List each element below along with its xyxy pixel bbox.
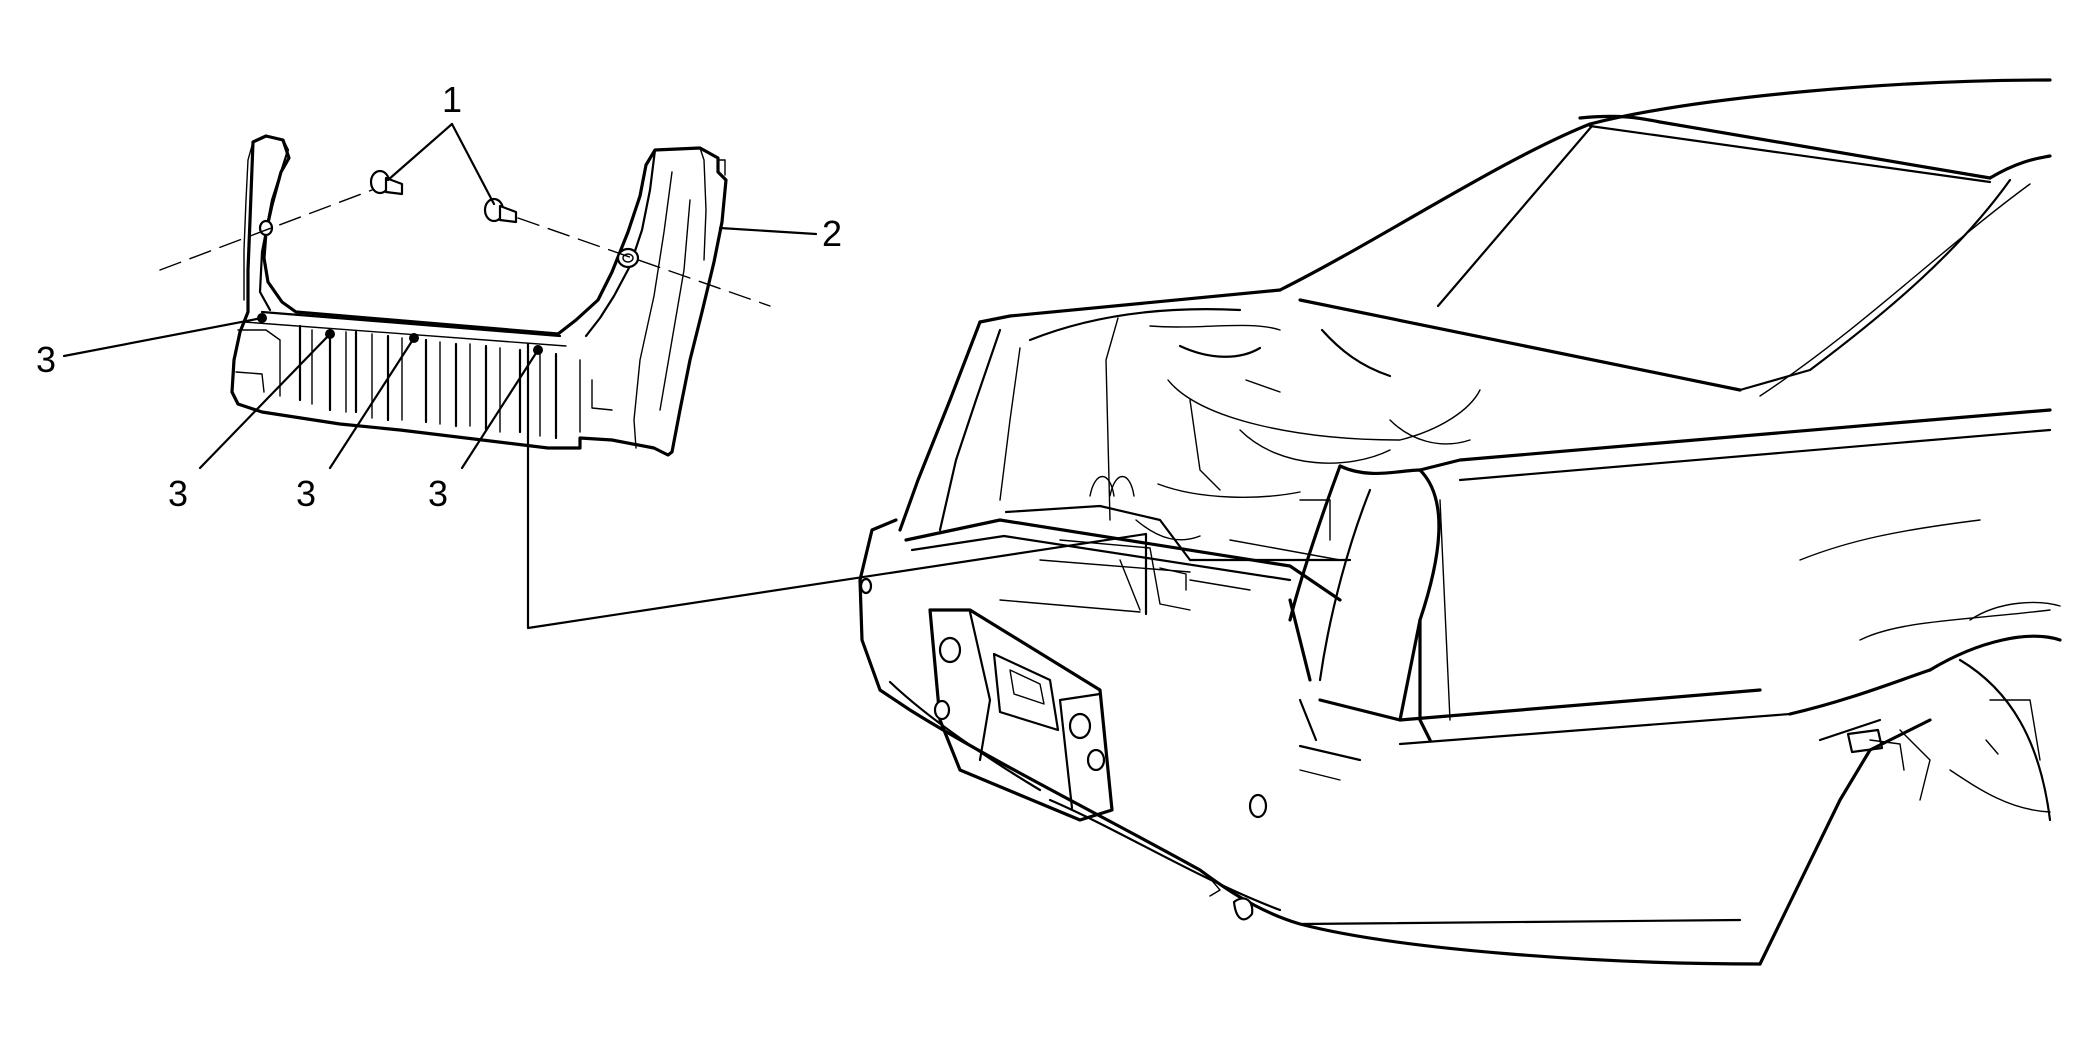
callout-3-label-2: 3	[296, 473, 316, 514]
push-pin-fastener-left	[369, 169, 404, 196]
pin-axis-left	[159, 189, 373, 271]
callout-3-label-left: 3	[36, 339, 56, 380]
vehicle-rear-body	[858, 78, 2062, 966]
callout-3-label-1: 3	[168, 473, 188, 514]
location-leader	[526, 342, 1148, 630]
trunk-trim-panel	[230, 134, 728, 457]
callout-3-label-3: 3	[428, 473, 448, 514]
pin-axis-right	[517, 217, 771, 307]
callout-2-label: 2	[822, 213, 842, 254]
callout-1-label: 1	[442, 79, 462, 120]
push-pin-fastener-right	[483, 197, 518, 224]
callout-leaders	[62, 122, 818, 470]
